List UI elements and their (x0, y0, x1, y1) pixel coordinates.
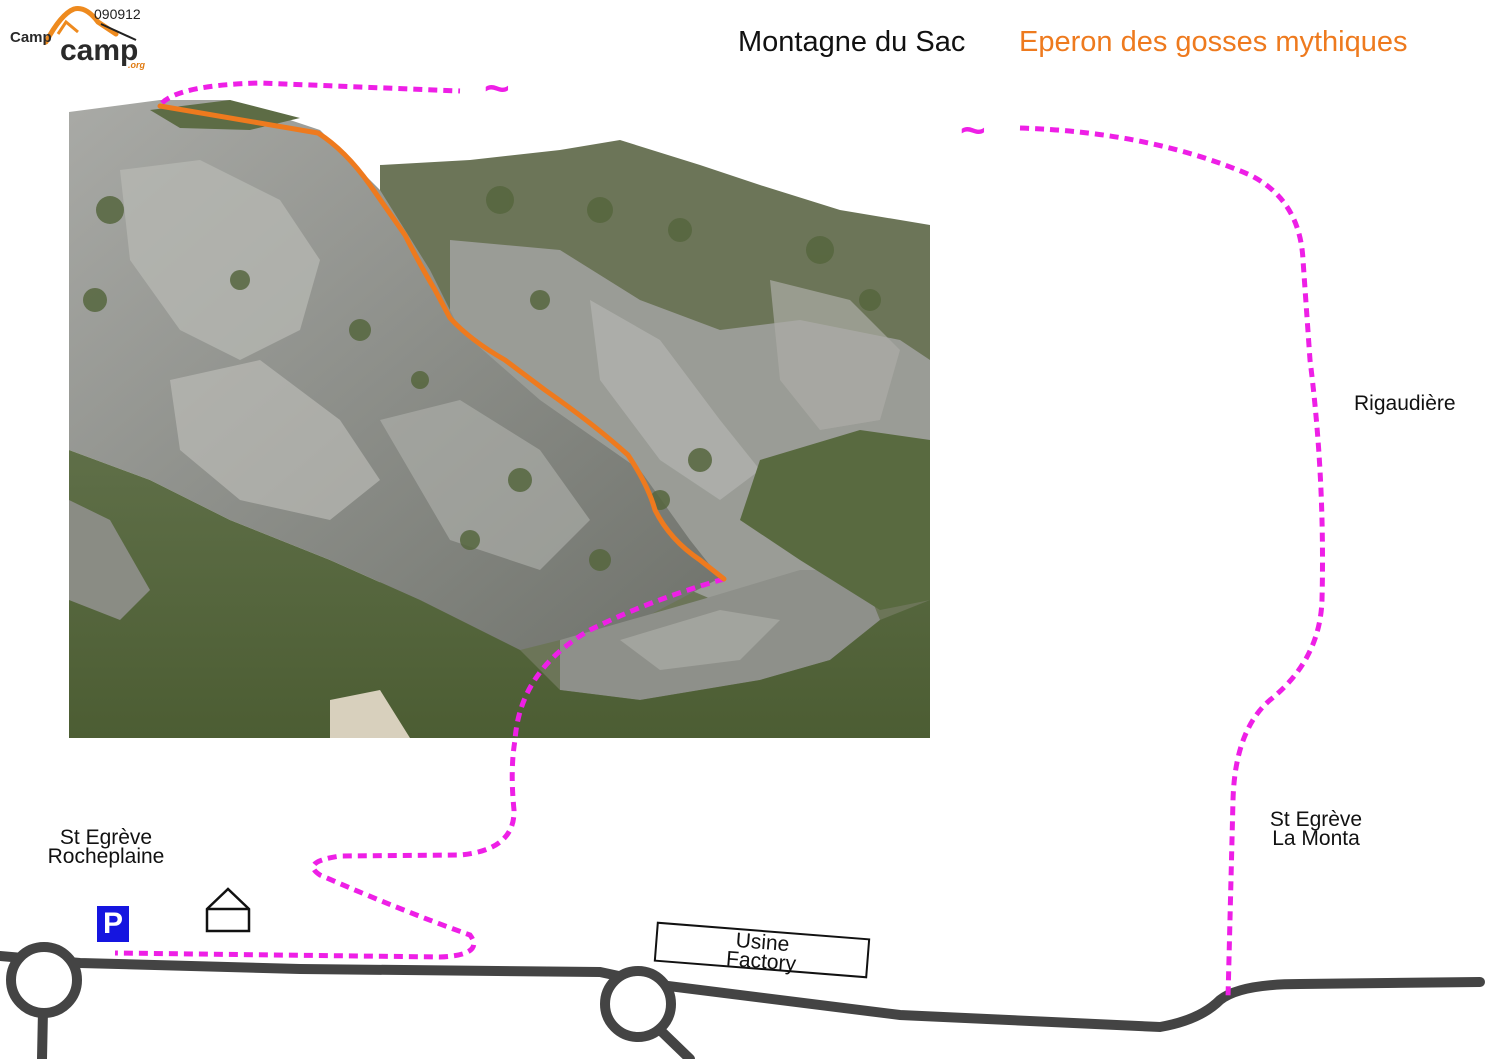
logo-text-camp-large: camp (60, 34, 139, 67)
place-label-line: Rocheplaine (47, 845, 165, 868)
mountain-logo-icon (43, 6, 137, 45)
place-label-la-monta: St Egrève La Monta (1236, 808, 1396, 850)
climbing-route (157, 103, 727, 582)
logo-text-camp: Camp (10, 29, 52, 46)
path-break-icon: ~ (484, 64, 510, 113)
approach-path-top-right (1019, 125, 1325, 999)
road-network (0, 951, 1485, 1059)
place-label-rigaudiere: Rigaudière (1354, 392, 1456, 415)
place-label-line: La Monta (1272, 827, 1360, 850)
main-road (0, 951, 1485, 1033)
place-label-line: St Egrève (1269, 808, 1363, 831)
roundabout-icon (6, 942, 676, 1042)
route-title: Eperon des gosses mythiques (1019, 26, 1408, 58)
place-label-rocheplaine: St Egrève Rocheplaine (26, 826, 186, 868)
logo-text-org: .org (128, 60, 145, 70)
hut-icon (205, 887, 251, 933)
side-road-left (37, 1005, 48, 1059)
camptocamp-logo (6, 4, 166, 74)
approach-path (114, 80, 1325, 999)
parking-icon: P (97, 906, 129, 942)
path-break-icon: ~ (960, 106, 986, 155)
approach-path-main (114, 576, 725, 960)
place-label-line: St Egrève (59, 826, 153, 849)
document-code: 090912 (94, 6, 141, 22)
massif-title: Montagne du Sac (738, 26, 966, 58)
cliff-photo (69, 100, 930, 738)
side-road-right (655, 1025, 695, 1059)
approach-path-top-left (160, 80, 461, 105)
